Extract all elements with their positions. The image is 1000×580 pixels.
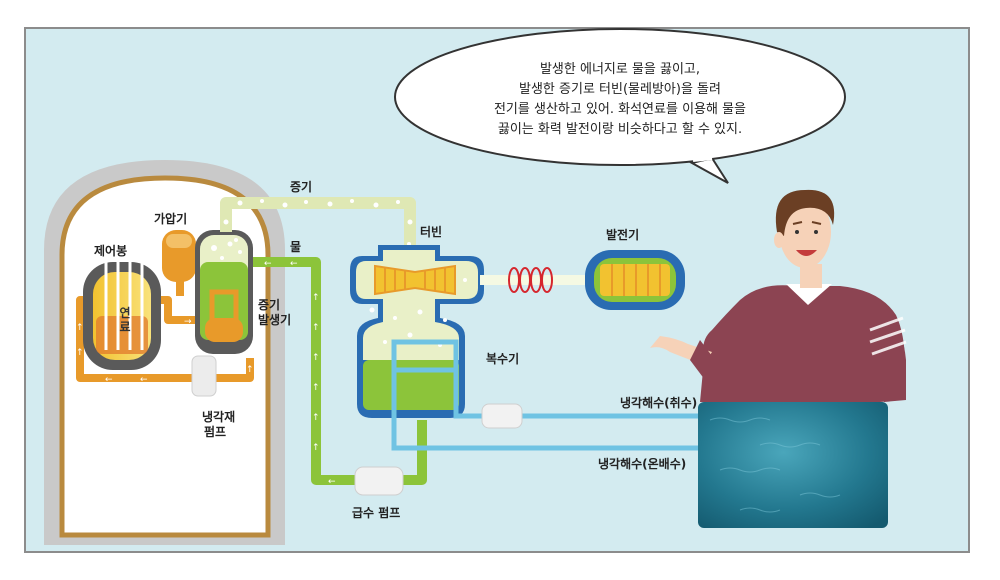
- shaft: [480, 275, 590, 285]
- speech-line: 발생한 에너지로 물을 끓이고,: [539, 62, 701, 77]
- svg-text:↑: ↑: [312, 413, 320, 423]
- label-steam-generator-2: 발생기: [258, 313, 292, 327]
- speech-bubble: [394, 28, 846, 184]
- label-cooling-intake: 냉각해수(취수): [620, 396, 698, 410]
- speech-text: 발생한 에너지로 물을 끓이고, 발생한 증기로 터빈(물레방아)을 돌려 전기…: [455, 60, 785, 140]
- generator-icon: [585, 250, 685, 310]
- coolant-pump-icon: [191, 355, 217, 397]
- coolant-flow-arrows: ↑ ↑ ← ← → ↑: [76, 317, 254, 385]
- svg-text:↑: ↑: [312, 443, 320, 453]
- water-pipe: [253, 257, 427, 485]
- svg-text:↑: ↑: [312, 383, 320, 393]
- label-fuel: 연료: [119, 306, 131, 334]
- svg-text:←: ←: [328, 477, 336, 487]
- reactor-vessel-icon: [83, 262, 161, 370]
- svg-text:←: ←: [264, 259, 272, 269]
- label-control-rod: 제어봉: [94, 244, 128, 258]
- label-coolant-pump-2: 펌프: [204, 425, 227, 439]
- label-pressurizer: 가압기: [154, 212, 188, 226]
- intake-pump-icon: [481, 403, 523, 429]
- svg-text:←: ←: [105, 375, 113, 385]
- steam-generator-icon: [195, 230, 253, 354]
- svg-text:↑: ↑: [76, 348, 84, 358]
- svg-text:↑: ↑: [312, 293, 320, 303]
- steam-pipe: [220, 197, 416, 262]
- speech-line: 발생한 증기로 터빈(물레방아)을 돌려: [519, 82, 721, 97]
- speech-line: 전기를 생산하고 있어. 화석연료를 이용해 물을: [493, 102, 747, 117]
- sea-water-image: [698, 402, 888, 528]
- label-condenser: 복수기: [486, 352, 520, 366]
- svg-text:↑: ↑: [76, 323, 84, 333]
- feed-pump-icon: [354, 466, 404, 496]
- label-generator: 발전기: [606, 228, 640, 242]
- svg-text:←: ←: [140, 375, 148, 385]
- label-coolant-pump-1: 냉각재: [202, 410, 236, 424]
- rotation-coil-icon: [508, 267, 553, 293]
- speech-line: 끓이는 화력 발전이랑 비슷하다고 할 수 있지.: [497, 122, 743, 137]
- svg-text:↑: ↑: [312, 353, 320, 363]
- label-steam-generator-1: 증기: [258, 298, 281, 312]
- label-steam: 증기: [290, 180, 313, 194]
- label-cooling-discharge: 냉각해수(온배수): [598, 457, 687, 471]
- condenser-icon: [391, 339, 700, 451]
- presenter-character: [650, 189, 907, 402]
- svg-text:←: ←: [290, 259, 298, 269]
- label-feed-pump: 급수 펌프: [352, 506, 401, 520]
- label-turbine: 터빈: [420, 225, 443, 239]
- pressurizer-icon: [162, 230, 196, 282]
- turbine-icon: [350, 245, 484, 418]
- svg-text:↑: ↑: [246, 365, 254, 375]
- water-flow-arrows: ← ← ↑ ↑ ↑ ↑ ↑ ↑ ←: [264, 259, 336, 487]
- label-water: 물: [290, 240, 302, 254]
- svg-text:↑: ↑: [312, 323, 320, 333]
- svg-text:→: →: [184, 317, 192, 327]
